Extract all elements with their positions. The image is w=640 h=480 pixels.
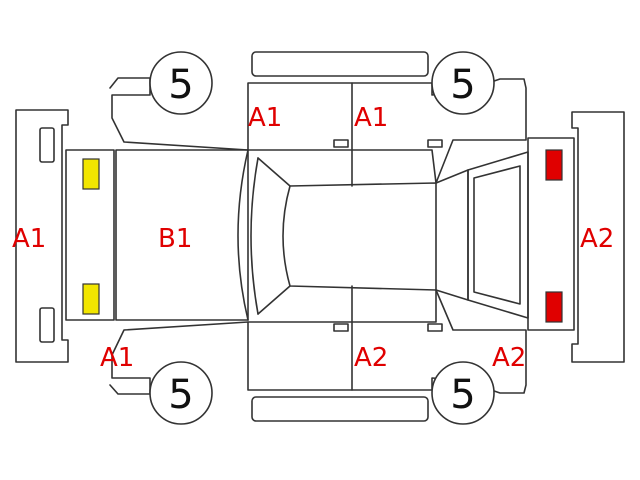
front-lamp-upper bbox=[82, 158, 100, 190]
code-right-front-fender: A1 bbox=[100, 343, 134, 373]
tire-front-left-grade: 5 bbox=[168, 62, 193, 108]
car-body-outline bbox=[109, 77, 529, 395]
headlight-panel bbox=[65, 149, 115, 321]
front-lamp-lower bbox=[82, 283, 100, 315]
code-left-front-door: A1 bbox=[248, 103, 282, 133]
code-left-rear-door: A1 bbox=[354, 103, 388, 133]
rear-lamp-lower bbox=[545, 291, 563, 323]
tire-rear-right-grade: 5 bbox=[450, 372, 475, 418]
code-right-rear-quarter: A2 bbox=[492, 343, 526, 373]
code-rear-bumper: A2 bbox=[580, 224, 614, 254]
code-hood: B1 bbox=[158, 224, 192, 254]
tire-rear-left-grade: 5 bbox=[450, 62, 475, 108]
tire-front-right: 5 bbox=[149, 361, 213, 425]
tire-front-left: 5 bbox=[149, 51, 213, 115]
tire-rear-right: 5 bbox=[431, 361, 495, 425]
code-front-bumper: A1 bbox=[12, 224, 46, 254]
tire-front-right-grade: 5 bbox=[168, 372, 193, 418]
code-right-rear-door: A2 bbox=[354, 343, 388, 373]
rear-lamp-upper bbox=[545, 149, 563, 181]
taillight-panel bbox=[527, 137, 575, 331]
front-bumper bbox=[15, 109, 69, 363]
tire-rear-left: 5 bbox=[431, 51, 495, 115]
right-side-skirt bbox=[251, 396, 429, 422]
rear-bumper bbox=[571, 111, 625, 363]
left-side-skirt bbox=[251, 51, 429, 77]
